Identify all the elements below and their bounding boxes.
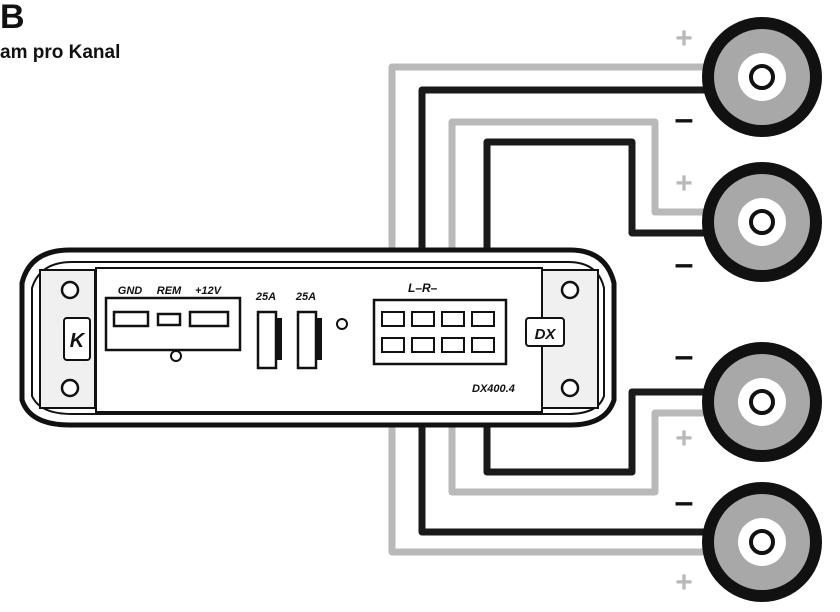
brand-right-logo: DX	[535, 326, 557, 343]
speaker-4	[702, 482, 822, 602]
fuse-icon	[256, 310, 278, 370]
led-icon	[336, 318, 348, 330]
label-gnd: GND	[118, 285, 143, 297]
subtitle: am pro Kanal	[0, 42, 121, 63]
title-letter: B	[0, 0, 25, 36]
speaker-1	[702, 17, 822, 137]
terminal-gnd	[112, 310, 150, 328]
wire-sp3-plus	[448, 352, 705, 496]
speaker-2-plus-label: +	[675, 167, 693, 200]
fuse-icon	[296, 310, 318, 370]
label-rem: REM	[157, 285, 182, 297]
amplifier: K DX GND REM +12V 25A 25A L–R– DX400.4	[19, 247, 617, 428]
wire-sp2-plus	[448, 118, 705, 322]
wire-sp1-minus	[418, 86, 705, 322]
label-12v: +12V	[195, 285, 223, 297]
brand-left-logo: K	[70, 330, 86, 352]
speaker-3	[702, 342, 822, 462]
speaker-1-plus-label: +	[675, 22, 693, 55]
speaker-4-plus-label: +	[675, 566, 693, 599]
screw-icon	[560, 280, 580, 300]
speaker-3-plus-label: +	[675, 422, 693, 455]
speaker-2-minus-label: –	[675, 245, 694, 283]
terminal-rem	[156, 312, 182, 327]
wire-sp1-plus	[388, 63, 705, 322]
speaker-4-minus-label: –	[675, 483, 694, 521]
fuse-label-1: 25A	[255, 291, 276, 303]
speaker-terminal-block	[372, 298, 508, 366]
screw-icon	[560, 378, 580, 398]
screw-icon	[60, 378, 80, 398]
fuse-label-2: 25A	[295, 291, 316, 303]
screw-icon	[60, 280, 80, 300]
wire-sp2-minus	[483, 138, 705, 322]
speaker-1-minus-label: –	[675, 100, 694, 138]
model-label: DX400.4	[472, 383, 515, 395]
speaker-block-label: L–R–	[408, 281, 438, 295]
speaker-2	[702, 162, 822, 282]
terminal-12v	[188, 310, 230, 328]
speaker-3-minus-label: –	[675, 337, 694, 375]
wire-sp3-minus	[483, 352, 705, 476]
